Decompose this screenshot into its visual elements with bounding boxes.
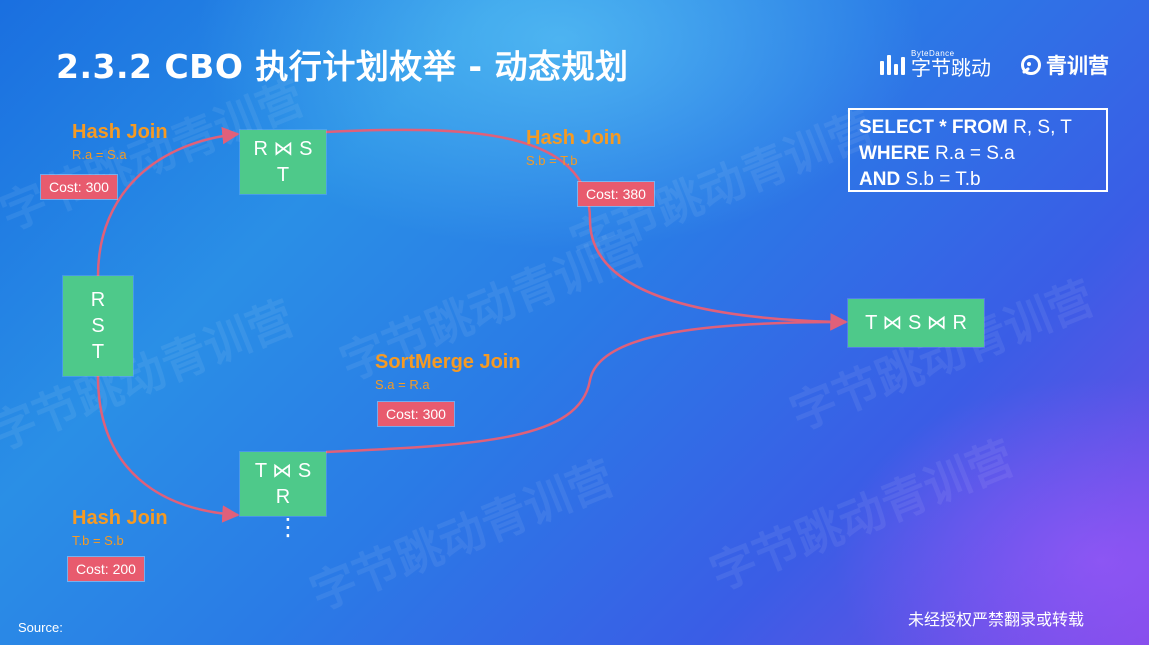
node-rst[interactable]: R S T — [63, 276, 133, 376]
more-ellipsis: ⋮ — [276, 514, 300, 541]
cost-badge-ts-final: Cost: 300 — [378, 402, 454, 426]
join-cond-ts-final: S.a = R.a — [375, 377, 430, 392]
edge-rst-to-ts — [96, 375, 240, 523]
node-final[interactable]: T ⋈ S ⋈ R — [848, 299, 984, 347]
page-title: 2.3.2 CBO 执行计划枚举 - 动态规划 — [56, 47, 629, 86]
join-label-rst-rs: Hash Join — [72, 121, 168, 143]
source-line: Source: — [18, 620, 69, 635]
bytedance-main-text: 字节跳动 — [911, 56, 991, 80]
qingxun-icon — [1021, 55, 1041, 75]
bytedance-small-text: ByteDance — [911, 49, 955, 58]
copyright-notice: 未经授权严禁翻录或转载 — [908, 610, 1085, 629]
sql-line-select: SELECT * FROM R, S, T — [859, 117, 1072, 138]
cost-badge-rst-rs: Cost: 300 — [41, 175, 117, 199]
join-cond-rst-rs: R.a = S.a — [72, 147, 127, 162]
cost-badge-rs-final: Cost: 380 — [578, 182, 654, 206]
join-label-rst-ts: Hash Join — [72, 507, 168, 529]
source-label: Source: — [18, 620, 63, 635]
cost-badge-rst-ts: Cost: 200 — [68, 557, 144, 581]
qingxun-logo: 青训营 — [1020, 50, 1109, 80]
join-cond-rs-final: S.b = T.b — [526, 153, 578, 168]
join-label-ts-final: SortMerge Join — [375, 351, 521, 373]
sql-query-box: SELECT * FROM R, S, T WHERE R.a = S.a AN… — [848, 108, 1108, 192]
qingxun-text: 青训营 — [1046, 54, 1109, 78]
join-label-rs-final: Hash Join — [526, 127, 622, 149]
node-ts-r[interactable]: T ⋈ S R — [240, 452, 326, 516]
bytedance-logo: ByteDance 字节跳动 — [880, 50, 991, 78]
node-rs-t[interactable]: R ⋈ S T — [240, 130, 326, 194]
edge-ts-to-final — [325, 313, 848, 454]
bytedance-bars-icon — [880, 53, 905, 75]
edge-rst-to-rs — [96, 126, 240, 277]
sql-line-and: AND S.b = T.b — [859, 169, 981, 190]
edge-rs-to-final — [325, 128, 848, 331]
sql-line-where: WHERE R.a = S.a — [859, 143, 1015, 164]
join-cond-rst-ts: T.b = S.b — [72, 533, 124, 548]
